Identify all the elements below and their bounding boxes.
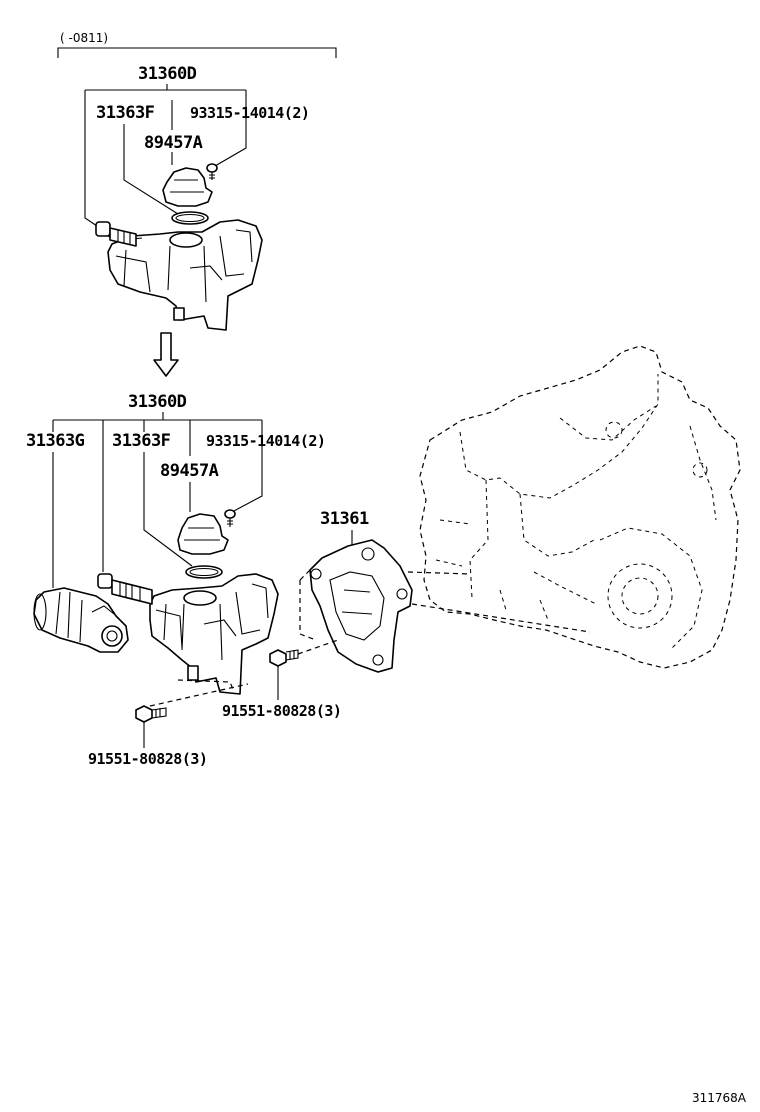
lower-rod-part — [97, 573, 153, 605]
bracket-dashline — [299, 569, 317, 641]
lower-leader-oring — [143, 452, 193, 567]
upper-bolt-label: 93315-14014(2) — [190, 104, 309, 122]
right-bolt-label: 91551-80828(3) — [222, 702, 341, 720]
range-bracket — [57, 47, 337, 58]
upper-assembly-bracket — [84, 84, 247, 105]
lower-assembly-label: 31360D — [128, 392, 187, 412]
upper-leader-oring — [123, 124, 179, 215]
bracket-to-case-dashline — [407, 571, 471, 575]
lower-assembly-bracket — [52, 412, 263, 432]
lower-oring-part — [185, 565, 223, 579]
bracket-to-case-dashline-2 — [411, 603, 591, 633]
range-note: ( -0811) — [60, 31, 108, 45]
transaxle-case-outline — [419, 345, 741, 669]
revision-arrow — [153, 332, 179, 377]
upper-sensor-label: 89457A — [144, 133, 203, 153]
bottom-bolt-part — [135, 705, 167, 723]
upper-leader-rod — [84, 105, 101, 229]
actuator-motor-part — [33, 587, 129, 653]
lower-bolt-part — [224, 509, 236, 527]
upper-cylinder-label: 31363F — [96, 103, 155, 123]
lower-leader-bolt — [231, 432, 263, 513]
upper-bolt-part — [206, 163, 218, 180]
lower-cylinder-label: 31363F — [112, 431, 171, 451]
bottom-bolt-label: 91551-80828(3) — [88, 750, 207, 768]
diagram-id: 311768A — [692, 1091, 747, 1105]
upper-oring-part — [171, 211, 209, 225]
upper-sensor-part — [162, 167, 213, 207]
bracket-part — [309, 539, 413, 673]
lower-actuator-label: 31363G — [26, 431, 85, 451]
right-bolt-part — [269, 649, 299, 667]
upper-leader-bolt — [214, 105, 247, 167]
right-bolt-dashline — [297, 639, 339, 655]
bracket-label: 31361 — [320, 509, 369, 529]
lower-bolt-label: 93315-14014(2) — [206, 432, 325, 450]
upper-assembly-label: 31360D — [138, 64, 197, 84]
lower-sensor-label: 89457A — [160, 461, 219, 481]
lower-sensor-part — [177, 513, 229, 555]
lower-housing-part — [149, 573, 279, 695]
upper-housing-part — [95, 219, 263, 331]
